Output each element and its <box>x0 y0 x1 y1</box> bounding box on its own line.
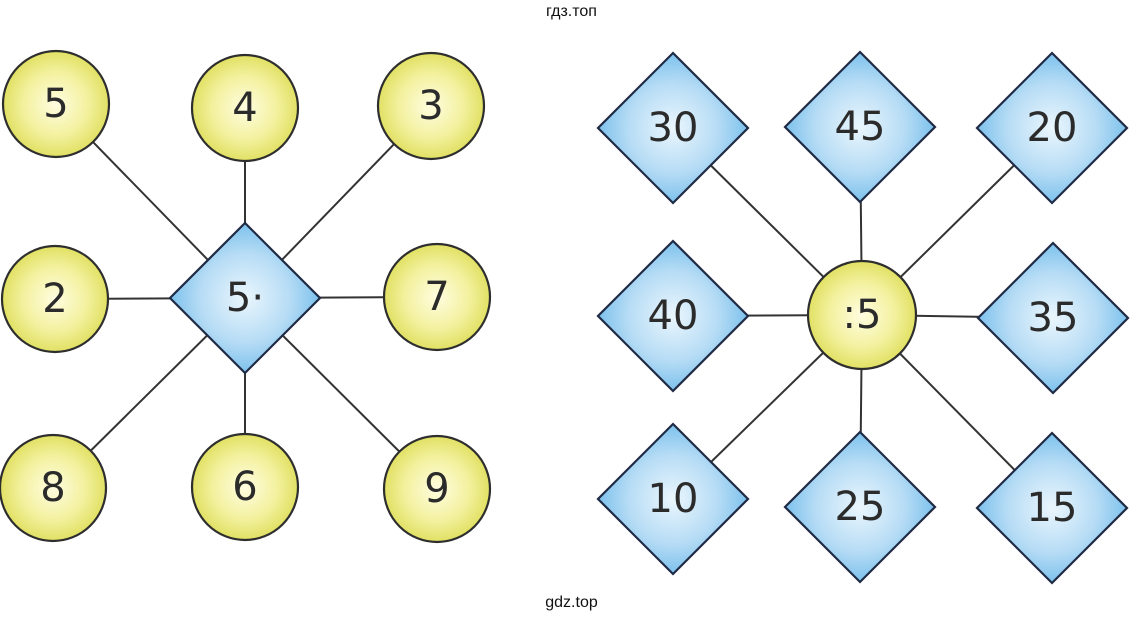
node-label: 5 <box>43 81 68 127</box>
center-diamond: 5· <box>168 221 322 375</box>
node-label: 3 <box>418 83 443 129</box>
diamond-node: 35 <box>976 241 1130 395</box>
node-label: 40 <box>648 293 699 339</box>
node-label: 9 <box>424 466 449 512</box>
circle-node: 6 <box>190 432 300 542</box>
diamond-node: 40 <box>596 239 750 393</box>
node-label: 30 <box>648 105 699 151</box>
diamond-node: 30 <box>596 51 750 205</box>
center-label: :5 <box>843 292 882 338</box>
circle-node: 7 <box>382 242 492 352</box>
node-label: 25 <box>835 484 886 530</box>
left-star: 5 4 3 2 7 8 6 9 <box>0 49 492 544</box>
right-star: 30 45 20 40 35 10 25 15 <box>596 50 1130 585</box>
node-label: 8 <box>40 465 65 511</box>
circle-node: 5 <box>1 49 111 159</box>
center-circle: :5 <box>806 259 918 371</box>
circle-node: 9 <box>382 434 492 544</box>
circle-node: 8 <box>0 433 108 543</box>
watermark-top: гдз.топ <box>546 3 597 20</box>
node-label: 15 <box>1027 485 1078 531</box>
center-label: 5· <box>226 275 264 321</box>
node-label: 4 <box>232 85 257 131</box>
node-label: 6 <box>232 464 257 510</box>
diamond-node: 45 <box>783 50 937 204</box>
node-label: 2 <box>42 276 67 322</box>
diamond-node: 10 <box>596 422 750 576</box>
circle-node: 2 <box>0 244 110 354</box>
watermark-bottom: gdz.top <box>545 594 598 611</box>
node-label: 7 <box>424 274 449 320</box>
node-label: 35 <box>1028 295 1079 341</box>
node-label: 20 <box>1027 105 1078 151</box>
circle-node: 4 <box>190 53 300 163</box>
circle-node: 3 <box>376 51 486 161</box>
node-label: 45 <box>835 104 886 150</box>
node-label: 10 <box>648 476 699 522</box>
diamond-node: 20 <box>975 51 1129 205</box>
diamond-node: 15 <box>975 431 1129 585</box>
diamond-node: 25 <box>783 430 937 584</box>
